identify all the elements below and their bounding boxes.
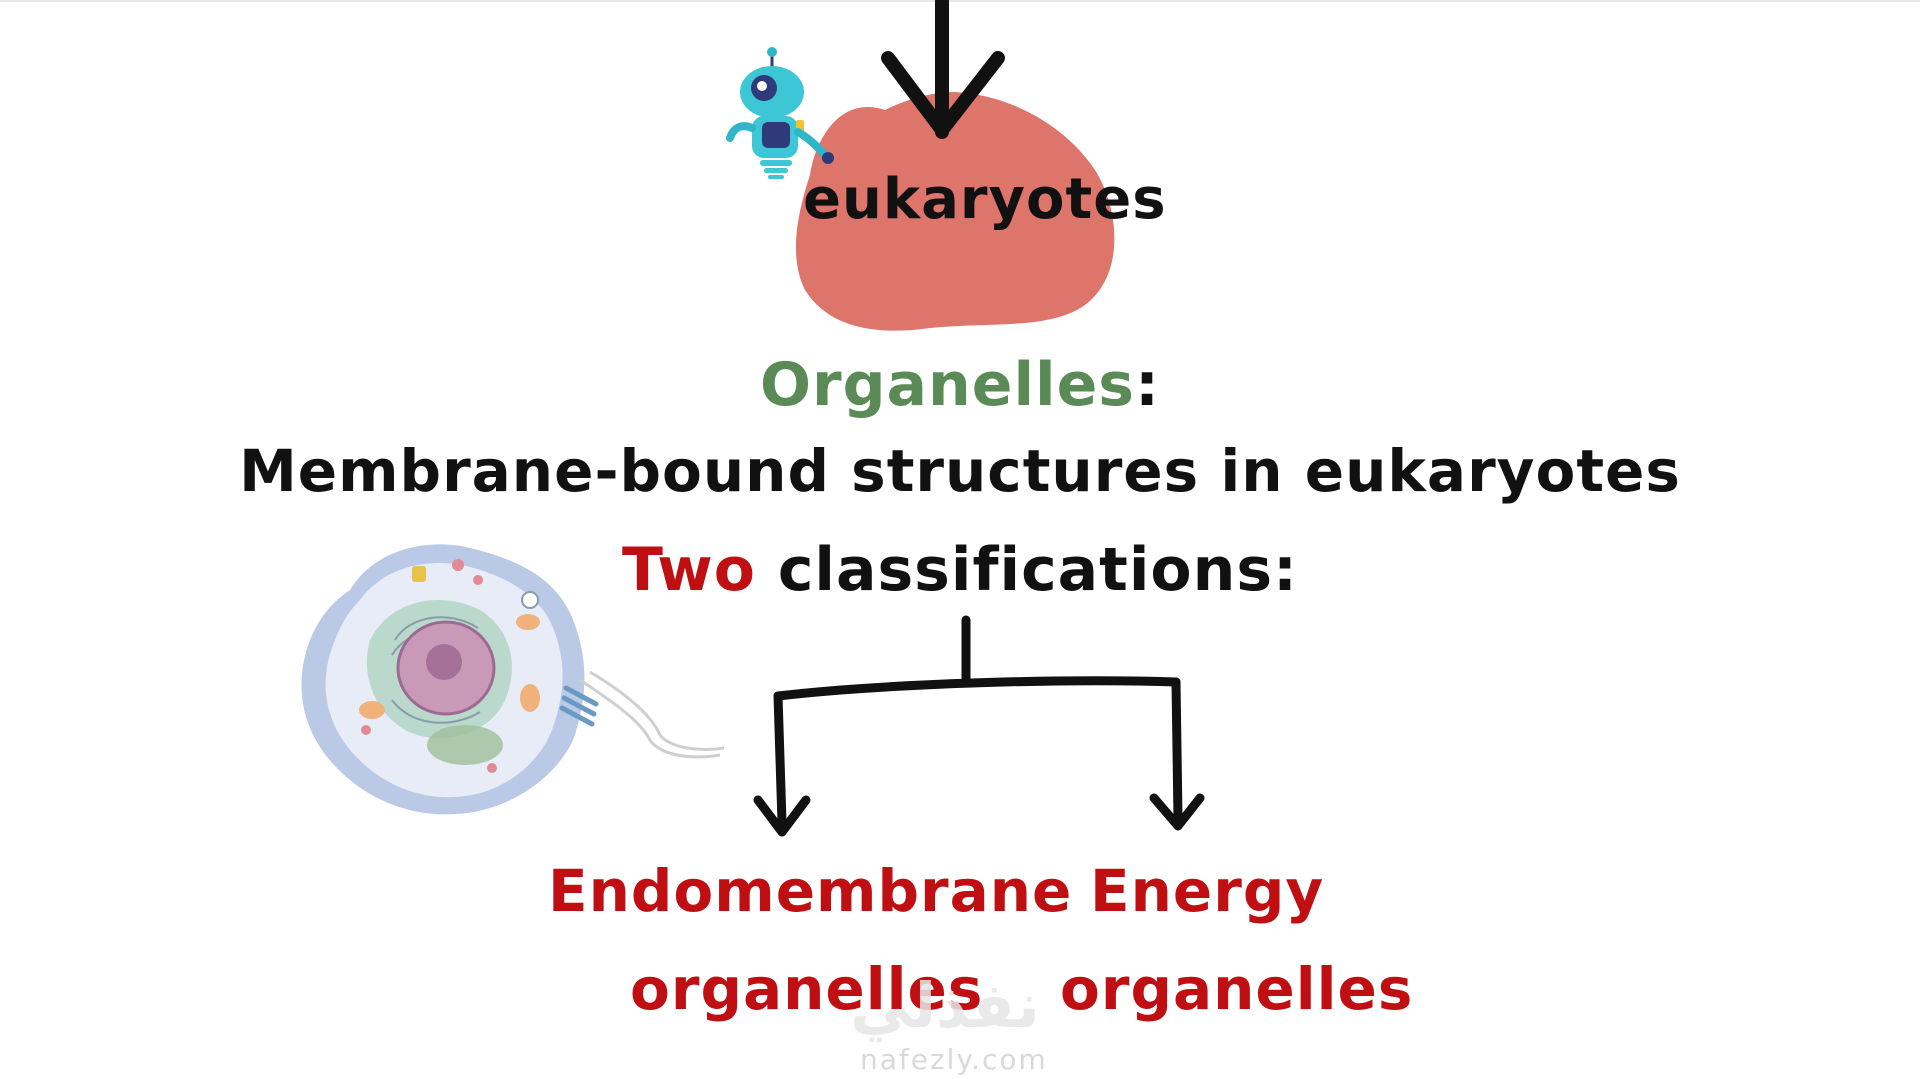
eukaryotes-blob: [795, 92, 1115, 331]
heading-colon: :: [1134, 350, 1160, 420]
watermark-url: nafezly.com: [860, 1043, 1048, 1076]
branch-right-line2: organelles: [1060, 955, 1414, 1023]
classification-heading: Two classifications:: [0, 540, 1920, 600]
tree-right-stem: [1171, 677, 1183, 823]
organelles-heading: Organelles:: [0, 355, 1920, 415]
branch-left-line1: Endomembrane: [548, 857, 1073, 925]
down-arrow-icon: [881, 0, 1005, 139]
branch-right-line1: Energy: [1090, 857, 1325, 925]
tree-crossbar: [773, 676, 1181, 701]
watermark-logo: نفذلي: [850, 969, 1040, 1042]
organelles-term: Organelles: [760, 350, 1135, 420]
branch-left-line2: organelles: [630, 955, 984, 1023]
classification-count: Two: [621, 535, 756, 605]
robot-mascot-icon: [726, 47, 834, 179]
left-arrowhead-icon: [753, 795, 811, 837]
organelles-definition: Membrane-bound structures in eukaryotes: [239, 437, 1681, 505]
classification-rest: classifications:: [755, 535, 1299, 605]
animal-cell-icon: [301, 544, 725, 815]
classification-tree: [753, 615, 1205, 837]
right-arrowhead-icon: [1149, 793, 1205, 831]
tree-left-stem: [773, 691, 787, 827]
node-title: eukaryotes: [803, 167, 1167, 232]
